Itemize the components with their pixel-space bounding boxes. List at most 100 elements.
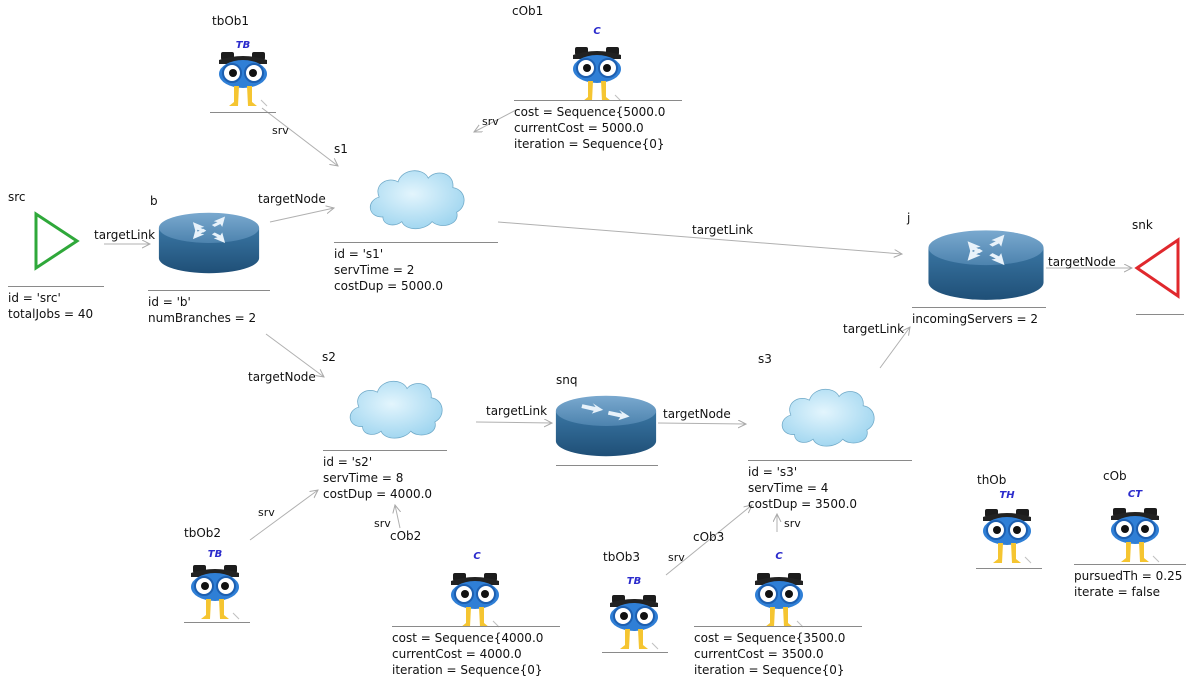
node-name-sng: snq	[556, 373, 578, 387]
attr-line: servTime = 8	[323, 471, 404, 485]
node-name-tbOb3: tbOb3	[603, 550, 641, 564]
router-icon-b[interactable]	[158, 212, 260, 274]
node-name-j: j	[907, 211, 911, 225]
attr-line: currentCost = 3500.0	[694, 647, 824, 661]
attrs-snk	[1136, 314, 1184, 315]
edge-label-tbOb1-s1: srv	[272, 124, 289, 137]
edge-s2-sng[interactable]	[475, 422, 552, 423]
badge-tbOb3: TB	[627, 576, 641, 587]
node-name-cOb2: cOb2	[390, 529, 422, 543]
owl-icon-tbOb1[interactable]	[217, 50, 269, 108]
edge-cOb2-s2[interactable]	[395, 505, 400, 529]
attrs-tbOb2	[184, 622, 250, 623]
attr-line: iteration = Sequence{0}	[694, 663, 845, 677]
edge-sng-s3[interactable]	[657, 423, 746, 424]
attr-line: incomingServers = 2	[912, 312, 1039, 326]
attr-line: costDup = 5000.0	[334, 279, 444, 293]
attr-line: numBranches = 2	[148, 311, 257, 325]
edge-label-cOb2-s2: srv	[374, 517, 391, 530]
source-icon[interactable]	[34, 211, 80, 271]
attr-line: iteration = Sequence{0}	[392, 663, 543, 677]
edge-label-src-b: targetLink	[94, 228, 156, 242]
edge-label-b-s1: targetNode	[258, 192, 326, 206]
edge-label-sng-s3: targetNode	[663, 407, 731, 421]
edge-cOb1-s1[interactable]	[474, 109, 517, 132]
attrs-s2: id = 's2' servTime = 8 costDup = 4000.0	[323, 450, 447, 502]
edge-label-s1-j: targetLink	[692, 223, 754, 237]
attr-line: pursuedTh = 0.25	[1074, 569, 1183, 583]
owl-icon-cOb1[interactable]	[571, 45, 623, 103]
attrs-thOb	[976, 568, 1042, 569]
attrs-cOb2: cost = Sequence{4000.0 currentCost = 400…	[392, 626, 560, 678]
badge-cOb3: C	[775, 551, 783, 562]
edge-label-s2-sng: targetLink	[486, 404, 548, 418]
attrs-sng	[556, 465, 658, 466]
badge-cOb: CT	[1128, 489, 1143, 500]
attrs-s1: id = 's1' servTime = 2 costDup = 5000.0	[334, 242, 498, 294]
attrs-s3: id = 's3' servTime = 4 costDup = 3500.0	[748, 460, 912, 512]
attr-line: iterate = false	[1074, 585, 1161, 599]
node-name-tbOb2: tbOb2	[184, 526, 222, 540]
node-name-s2: s2	[322, 350, 336, 364]
node-name-b: b	[150, 194, 158, 208]
attr-line: servTime = 4	[748, 481, 829, 495]
edge-tbOb1-s1[interactable]	[261, 107, 338, 166]
badge-tbOb1: TB	[236, 40, 250, 51]
attr-line: cost = Sequence{3500.0	[694, 631, 846, 645]
cloud-icon-s2[interactable]	[349, 380, 443, 439]
badge-thOb: TH	[999, 490, 1015, 501]
cloud-icon-s3[interactable]	[781, 388, 875, 447]
router-icon-sng[interactable]	[555, 395, 657, 457]
node-name-cOb: cOb	[1103, 469, 1127, 483]
attrs-cOb3: cost = Sequence{3500.0 currentCost = 350…	[694, 626, 862, 678]
attrs-b: id = 'b' numBranches = 2	[148, 290, 270, 326]
edge-label-cOb1-s1: srv	[482, 115, 499, 128]
attr-line: cost = Sequence{5000.0	[514, 105, 666, 119]
attrs-tbOb3	[602, 652, 668, 653]
edge-s3-j[interactable]	[879, 327, 910, 369]
attrs-tbOb1	[210, 112, 276, 113]
edge-label-cOb3-s3: srv	[784, 517, 801, 530]
edge-s1-j[interactable]	[497, 221, 902, 254]
attr-line: id = 'src'	[8, 291, 61, 305]
attr-line: servTime = 2	[334, 263, 415, 277]
node-name-tbOb1: tbOb1	[212, 14, 250, 28]
node-name-s1: s1	[334, 142, 348, 156]
owl-icon-tbOb3[interactable]	[608, 593, 660, 651]
edge-b-s1[interactable]	[269, 208, 334, 223]
attr-line: id = 's1'	[334, 247, 384, 261]
owl-icon-cOb2[interactable]	[449, 571, 501, 629]
owl-icon-cOb3[interactable]	[753, 571, 805, 629]
router-icon-j[interactable]	[928, 230, 1044, 300]
edge-label-b-s2: targetNode	[248, 370, 316, 384]
edge-tbOb2-s2[interactable]	[249, 490, 318, 541]
attr-line: id = 's3'	[748, 465, 798, 479]
attr-line: currentCost = 4000.0	[392, 647, 522, 661]
owl-icon-thOb[interactable]	[981, 507, 1033, 565]
edge-b-s2[interactable]	[265, 333, 324, 377]
attr-line: iteration = Sequence{0}	[514, 137, 665, 151]
badge-cOb1: C	[593, 26, 601, 37]
sink-icon[interactable]	[1134, 237, 1180, 299]
node-name-s3: s3	[758, 352, 772, 366]
attrs-j: incomingServers = 2	[912, 307, 1046, 327]
edge-tbOb3-s3[interactable]	[665, 505, 752, 576]
attr-line: cost = Sequence{4000.0	[392, 631, 544, 645]
cloud-icon-s1[interactable]	[369, 170, 465, 230]
node-name-cOb3: cOb3	[693, 530, 725, 544]
badge-tbOb2: TB	[208, 549, 222, 560]
attr-line: id = 's2'	[323, 455, 373, 469]
attr-line: id = 'b'	[148, 295, 191, 309]
edge-label-tbOb2-s2: srv	[258, 506, 275, 519]
owl-icon-cOb[interactable]	[1109, 506, 1161, 564]
edge-label-tbOb3-s3: srv	[668, 551, 685, 564]
edge-label-s3-j: targetLink	[843, 322, 905, 336]
node-name-cOb1: cOb1	[512, 4, 544, 18]
attrs-src: id = 'src' totalJobs = 40	[8, 286, 104, 322]
owl-icon-tbOb2[interactable]	[189, 563, 241, 621]
attrs-cOb1: cost = Sequence{5000.0 currentCost = 500…	[514, 100, 682, 152]
badge-cOb2: C	[473, 551, 481, 562]
attr-line: currentCost = 5000.0	[514, 121, 644, 135]
attrs-cOb: pursuedTh = 0.25 iterate = false	[1074, 564, 1186, 600]
attr-line: costDup = 4000.0	[323, 487, 433, 501]
